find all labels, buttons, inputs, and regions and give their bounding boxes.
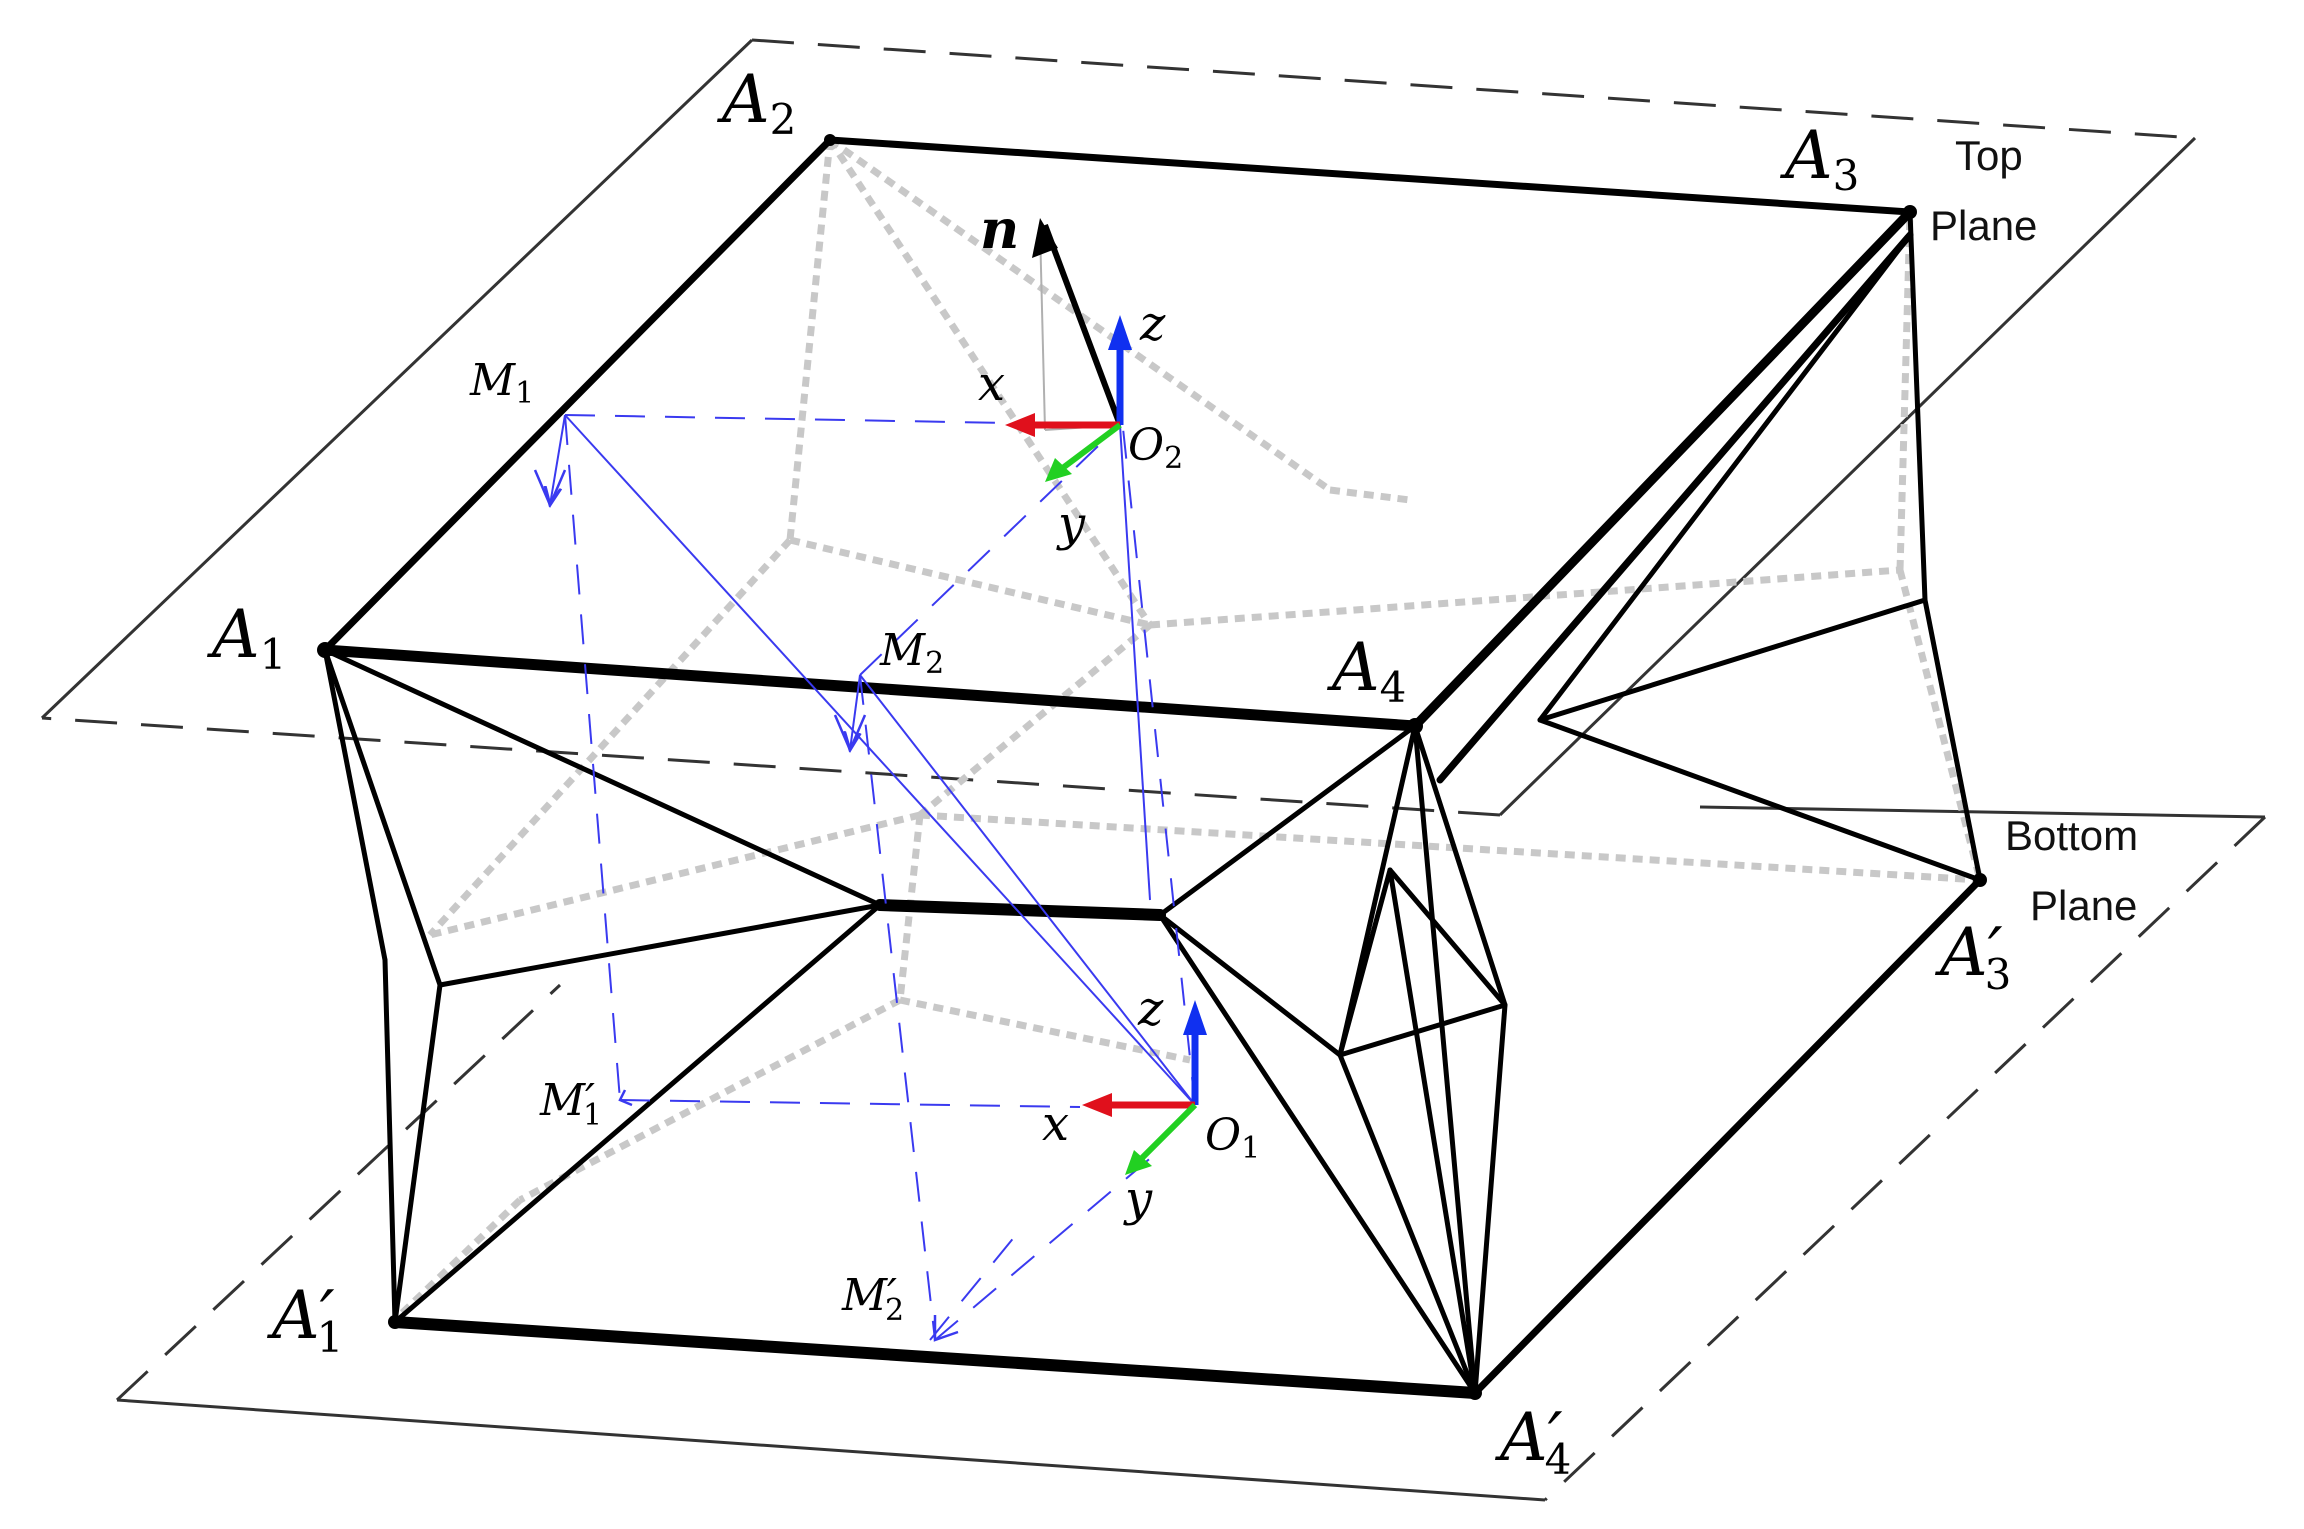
label-z-top: z — [1139, 296, 1166, 352]
label-A4p: A′4 — [1494, 1399, 1571, 1484]
label-O1: O1 — [1205, 1110, 1260, 1166]
label-x-top: x — [978, 356, 1005, 412]
point-labels: A2 A3 A1 A4 A′1 A′3 A′4 M1 M2 M′1 M′2 O2… — [206, 61, 2011, 1484]
bottom-plane-label-line1: Bottom — [2005, 812, 2138, 859]
plane-captions: Top Plane Bottom Plane — [1930, 132, 2138, 929]
construction-lines — [550, 399, 1196, 1341]
label-A3: A3 — [1779, 117, 1859, 200]
top-plane-label-line2: Plane — [1930, 202, 2037, 249]
top-plane — [40, 38, 2197, 817]
label-z-bot: z — [1137, 981, 1164, 1037]
construction-arrowheads — [533, 469, 959, 1342]
label-A1p: A′1 — [266, 1277, 343, 1362]
label-M1: M1 — [469, 355, 534, 411]
top-frame — [1005, 218, 1132, 482]
label-A3p: A′3 — [1934, 914, 2011, 999]
label-x-bot: x — [1042, 1096, 1069, 1152]
label-A4: A4 — [1326, 629, 1406, 712]
joints — [317, 134, 1987, 1400]
label-M2: M2 — [879, 625, 944, 681]
bottom-plane — [115, 805, 2267, 1502]
label-M2p: M′2 — [841, 1270, 904, 1328]
label-n: n — [980, 197, 1019, 261]
bottom-frame — [1082, 1000, 1207, 1175]
top-plane-label-line1: Top — [1955, 132, 2023, 179]
label-O2: O2 — [1128, 420, 1183, 476]
label-M1p: M′1 — [539, 1075, 602, 1133]
label-y-bot: y — [1123, 1171, 1153, 1227]
label-A2: A2 — [716, 61, 796, 144]
bottom-plane-label-line2: Plane — [2030, 882, 2137, 929]
label-y-top: y — [1056, 496, 1086, 552]
label-A1: A1 — [206, 596, 286, 679]
hidden-edges — [397, 137, 1984, 1318]
